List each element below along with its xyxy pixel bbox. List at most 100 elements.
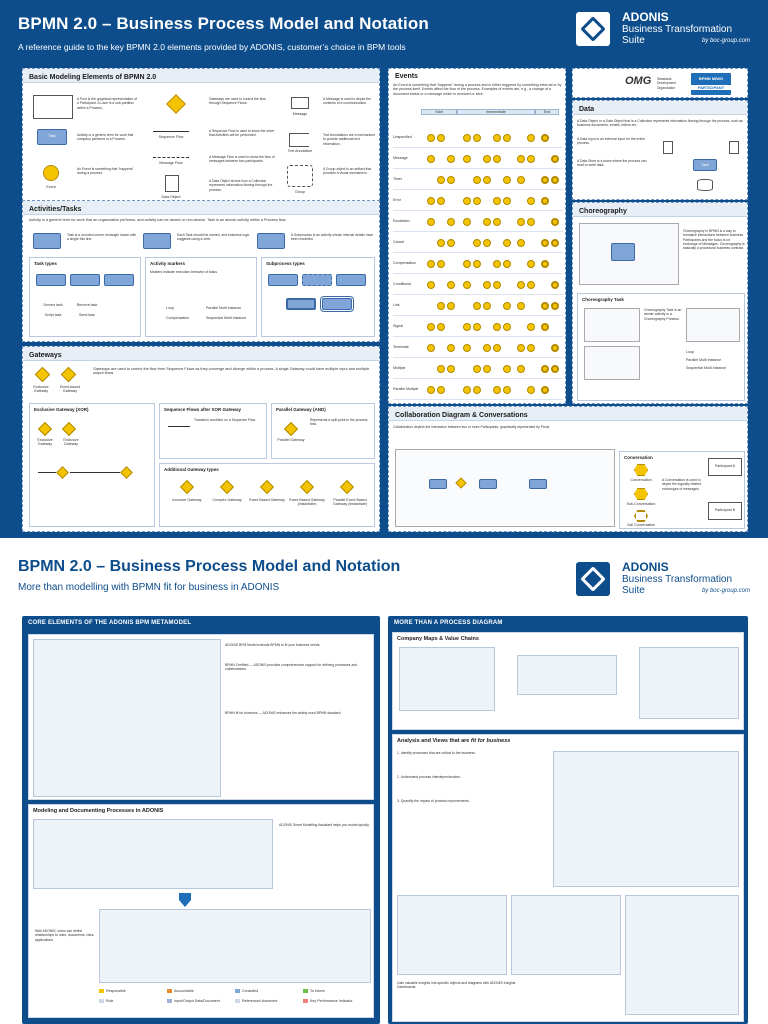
sequential-mi-label: Sequential Multi Instance (206, 316, 247, 320)
brand-tagline: Business Transformation Suite (622, 24, 733, 46)
activities-intro: Activity is a generic term for work that… (29, 218, 287, 222)
conversation-label: Conversation (630, 478, 652, 482)
gateways-intro: Gateways are used to control the flow fr… (93, 367, 370, 376)
event-icon (527, 260, 535, 268)
poster-top-body: Basic Modeling Elements of BPMN 2.0 Task… (0, 60, 768, 538)
start-group-header: Start (421, 109, 457, 115)
event-icon (503, 323, 511, 331)
event-icon (483, 302, 491, 310)
event-based-gateway-icon (259, 479, 275, 495)
task-label: Task (48, 134, 56, 138)
task-shape (37, 129, 67, 145)
inclusive-gateway-icon (179, 479, 195, 495)
event-icon (541, 260, 549, 268)
event-icon (483, 239, 491, 247)
text-annotation-label: Text Annotation (287, 149, 313, 153)
legend-swatch (99, 989, 104, 994)
legend-swatch (303, 989, 308, 994)
basic-elements-panel: Basic Modeling Elements of BPMN 2.0 Task… (22, 68, 380, 206)
exclusive-gateway-icon (34, 366, 51, 383)
event-icon (517, 218, 525, 226)
analysis-title: Analysis and Views that are fit for busi… (397, 738, 510, 744)
event-icon (527, 344, 535, 352)
event-icon (473, 365, 481, 373)
parallel-mi-label: Parallel Multi Instance (206, 306, 242, 310)
event-icon (551, 218, 559, 226)
text-annotation-shape (289, 133, 309, 147)
event-icon (463, 281, 471, 289)
process-landscape-screenshot (639, 647, 739, 719)
send-task-label: Send task (79, 313, 95, 317)
intermediate-group-header: Intermediate (457, 109, 535, 115)
event-based-instantiate-icon (299, 479, 315, 495)
miwg-badge-title: BPMN MIWG (698, 76, 724, 81)
event-icon (527, 281, 535, 289)
parallel-gateway-icon (283, 421, 299, 437)
event-icon (463, 344, 471, 352)
event-icon (517, 281, 525, 289)
task-types-box: Task types Service task Receive task Scr… (29, 257, 141, 337)
legend-text: Role (106, 999, 114, 1003)
event-icon (447, 344, 455, 352)
modelling-box: Modeling and Documenting Processes in AD… (28, 804, 374, 1018)
more-than-diagram-title: MORE THAN A PROCESS DIAGRAM (394, 620, 503, 626)
event-icon (437, 323, 445, 331)
event-row-label: Error (393, 198, 401, 202)
complex-gateway-icon (219, 479, 235, 495)
event-icon (427, 155, 435, 163)
omg-logo: OMG (625, 75, 652, 87)
event-icon (437, 365, 445, 373)
transaction-shape (320, 296, 354, 312)
event-icon (437, 239, 445, 247)
data-title: Data (579, 106, 595, 113)
event-icon (493, 134, 501, 142)
conversation-box: Conversation Conversation Sub-Conversati… (619, 451, 745, 529)
event-icon (503, 302, 511, 310)
legend-item: Input/Output Data/Document (167, 999, 233, 1004)
adonis-logo[interactable]: ADONIS Business Transformation Suite by … (576, 8, 756, 52)
event-icon (437, 386, 445, 394)
event-icon (517, 176, 525, 184)
end-group-header: End (535, 109, 559, 115)
company-map-screenshot (399, 647, 495, 711)
event-icon (541, 134, 549, 142)
choreography-panel: Choreography Choreography in BPMN is a w… (572, 202, 748, 404)
data-panel: Data A Data Object or a Data Object that… (572, 100, 748, 200)
section2-subtitle: More than modelling with BPMN fit for bu… (18, 582, 280, 593)
legend-text: Consulted (242, 989, 259, 993)
additional-gateways-title: Additional Gateway types (164, 467, 219, 472)
legend-text: Key Performance Indicator (310, 999, 353, 1003)
event-icon (463, 134, 471, 142)
call-conversation-icon (634, 510, 648, 522)
event-row-label: Multiple (393, 366, 406, 370)
call-activity-shape (286, 298, 316, 310)
adonis-logo-2-icon (576, 562, 610, 596)
xor-marked-label: Exclusive Gateway (63, 438, 79, 446)
choreo-loop-label: Loop (686, 350, 694, 354)
task-types-title: Task types (34, 261, 57, 266)
event-icon (541, 197, 549, 205)
event-icon (503, 134, 511, 142)
miwg-badge-sub: PARTICIPANT (691, 85, 731, 90)
adonis-logo-2[interactable]: ADONIS Business Transformation Suite by … (576, 558, 756, 602)
participant-b-box (708, 502, 742, 520)
basic-elements-title: Basic Modeling Elements of BPMN 2.0 (29, 74, 157, 81)
xor-diagram-merge (120, 466, 133, 479)
omg-org: Standards Development Organization (657, 77, 676, 90)
event-icon (463, 218, 471, 226)
modelling-title: Modeling and Documenting Processes in AD… (33, 808, 164, 814)
additional-gateways-box: Additional Gateway types Inclusive Gatew… (159, 463, 375, 527)
event-icon (427, 386, 435, 394)
sub-conversation-icon (634, 488, 648, 500)
event-icon (463, 155, 471, 163)
event-row-label: Terminate (393, 345, 409, 349)
subprocess-types-title: Subprocess types (266, 261, 305, 266)
event-icon (437, 260, 445, 268)
compensation-marker-label: Compensation (166, 316, 190, 320)
event-icon (517, 155, 525, 163)
collaboration-diagram (395, 449, 615, 527)
activity-markers-title: Activity markers (150, 261, 186, 266)
inclusive-gateway-label: Inclusive Gateway (172, 498, 202, 502)
event-icon (503, 365, 511, 373)
subprocess-shape (268, 274, 298, 286)
